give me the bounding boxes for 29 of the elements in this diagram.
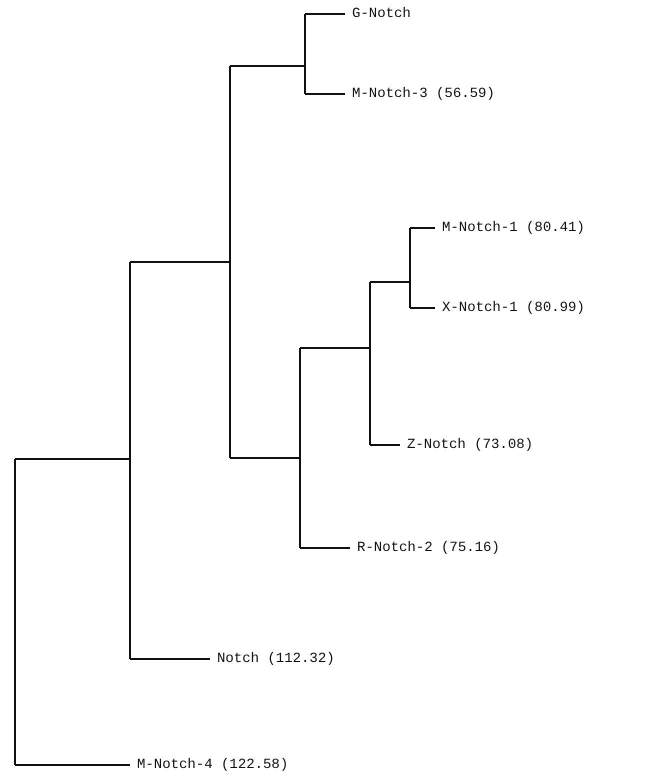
taxon-label: M-Notch-4 (122.58) xyxy=(130,756,288,774)
branch-line xyxy=(299,348,301,548)
branch-line xyxy=(130,261,229,263)
taxon-label: Z-Notch (73.08) xyxy=(400,436,534,454)
branch-line xyxy=(229,66,231,458)
taxon-label: X-Notch-1 (80.99) xyxy=(435,299,585,317)
branch-line xyxy=(14,459,16,765)
branch-line xyxy=(300,547,350,549)
branch-line xyxy=(230,457,299,459)
taxon-label: Notch (112.32) xyxy=(210,650,335,668)
branch-line xyxy=(305,93,345,95)
branch-line xyxy=(130,658,210,660)
taxon-label: M-Notch-3 (56.59) xyxy=(345,85,495,103)
branch-line xyxy=(409,228,411,308)
branch-line xyxy=(370,444,400,446)
branch-line xyxy=(15,458,129,460)
taxon-label: R-Notch-2 (75.16) xyxy=(350,539,500,557)
branch-line xyxy=(129,262,131,659)
branch-line xyxy=(370,281,409,283)
branch-line xyxy=(300,347,369,349)
branch-line xyxy=(305,13,345,15)
taxon-label: M-Notch-1 (80.41) xyxy=(435,219,585,237)
branch-line xyxy=(230,65,304,67)
taxon-label: G-Notch xyxy=(345,5,411,23)
branch-line xyxy=(410,307,435,309)
branch-line xyxy=(15,764,130,766)
branch-line xyxy=(304,14,306,94)
branch-line xyxy=(369,282,371,445)
branch-line xyxy=(410,227,435,229)
